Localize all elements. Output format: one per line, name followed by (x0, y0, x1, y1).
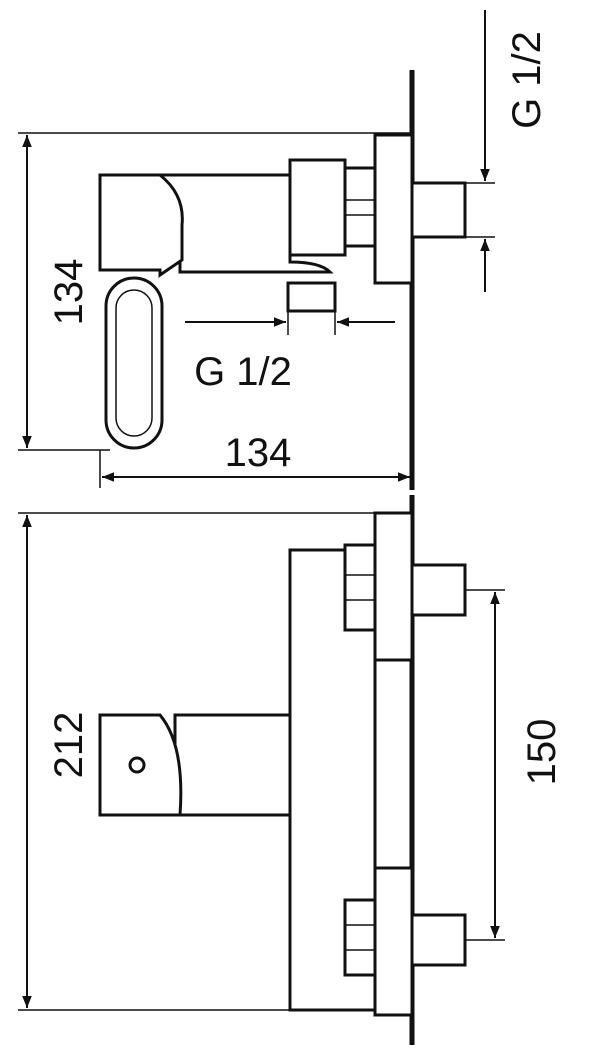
outlet-thread-label: G 1/2 (505, 31, 549, 129)
front-height-label: 212 (47, 712, 91, 779)
lower-inlet-thread (410, 913, 467, 967)
lever-handle (104, 276, 164, 450)
wall-flange (373, 133, 414, 285)
side-view: 134 134 G 1/2 G 1/2 (18, 10, 549, 490)
upper-hex-nut (343, 543, 377, 632)
upper-inlet-thread (410, 563, 467, 617)
front-view: 212 150 (18, 495, 564, 1045)
side-height-label: 134 (47, 259, 91, 326)
union-nut (288, 158, 347, 257)
lower-hex-nut (343, 898, 377, 977)
handle-indicator (128, 756, 146, 774)
lower-flange (373, 866, 414, 1017)
handle-block (98, 173, 184, 278)
center-distance-label: 150 (520, 719, 564, 786)
upper-flange (373, 511, 414, 662)
spout-outlet (286, 281, 337, 313)
inlet-thread (410, 181, 467, 239)
side-depth-label: 134 (225, 431, 292, 475)
handle-shaft (173, 713, 292, 817)
spout-thread-label: G 1/2 (194, 350, 292, 394)
hex-nut (343, 166, 377, 248)
